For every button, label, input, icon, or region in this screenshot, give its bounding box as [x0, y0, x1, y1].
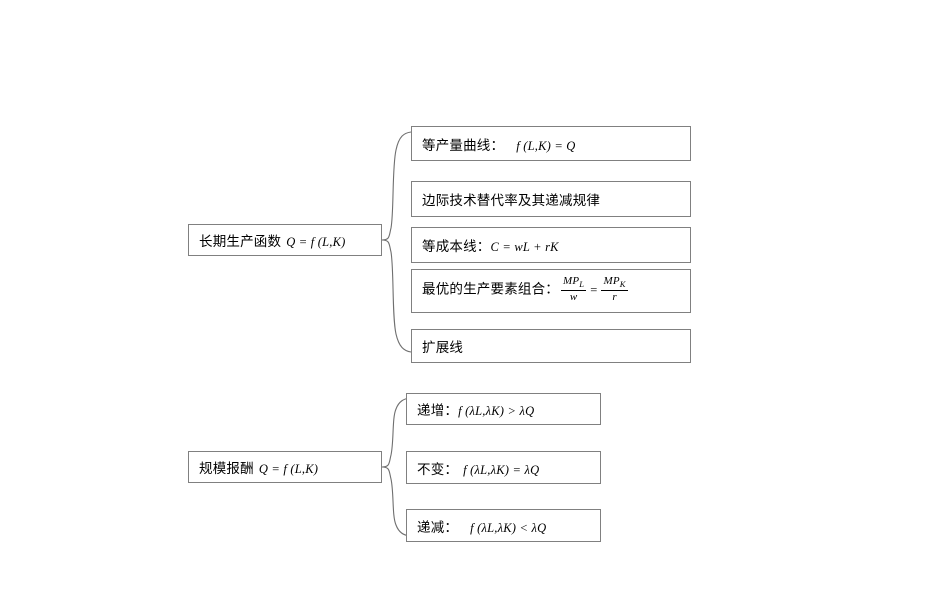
fraction-numerator-subscript: K: [619, 279, 626, 290]
node-label-expansion-path: 扩展线: [422, 336, 463, 356]
node-isoquant[interactable]: 等产量曲线：f (L,K) = Q: [411, 126, 691, 161]
node-label-isoquant: 等产量曲线：f (L,K) = Q: [422, 137, 576, 154]
node-label-constant-returns: 不变：f (λL,λK) = λQ: [417, 461, 540, 478]
fraction-numerator-subscript: L: [579, 279, 585, 290]
node-label-cjk: 等成本线：: [422, 239, 491, 255]
fraction-numerator: MPK: [603, 275, 626, 290]
node-label-cjk: 等产量曲线：: [422, 137, 505, 154]
node-increasing-returns[interactable]: 递增：f (λL,λK) > λQ: [406, 393, 601, 425]
node-label-mrts: 边际技术替代率及其递减规律: [422, 189, 600, 209]
node-expansion-path[interactable]: 扩展线: [411, 329, 691, 363]
node-constant-returns[interactable]: 不变：f (λL,λK) = λQ: [406, 451, 601, 484]
node-decreasing-returns[interactable]: 递减：f (λL,λK) < λQ: [406, 509, 601, 542]
node-label-increasing-returns: 递增：f (λL,λK) > λQ: [417, 403, 535, 419]
fraction-denominator: r: [612, 291, 617, 304]
node-label-decreasing-returns: 递减：f (λL,λK) < λQ: [417, 519, 547, 536]
node-label-cjk: 规模报酬: [199, 461, 254, 477]
node-label-cjk: 递减：: [417, 519, 459, 536]
node-label-cjk: 扩展线: [422, 340, 464, 356]
fraction-bar: [601, 290, 628, 292]
node-label-cjk: 递增：: [417, 403, 459, 419]
connector-brace-group-2: [381, 397, 410, 537]
fraction-bar: [561, 290, 587, 292]
node-mrts[interactable]: 边际技术替代率及其递减规律: [411, 181, 691, 217]
node-label-isocost: 等成本线：C = wL + rK: [422, 239, 559, 255]
node-label-cjk: 不变：: [417, 461, 459, 478]
connector-brace-group-1: [381, 131, 412, 353]
node-label-cjk: 边际技术替代率及其递减规律: [422, 193, 601, 209]
fraction-denominator: w: [569, 291, 578, 304]
fraction-numerator: MPL: [563, 275, 585, 290]
node-label-cjk: 最优的生产要素组合：: [422, 282, 559, 299]
node-label-cjk: 长期生产函数: [199, 234, 282, 250]
node-isocost[interactable]: 等成本线：C = wL + rK: [411, 227, 691, 263]
